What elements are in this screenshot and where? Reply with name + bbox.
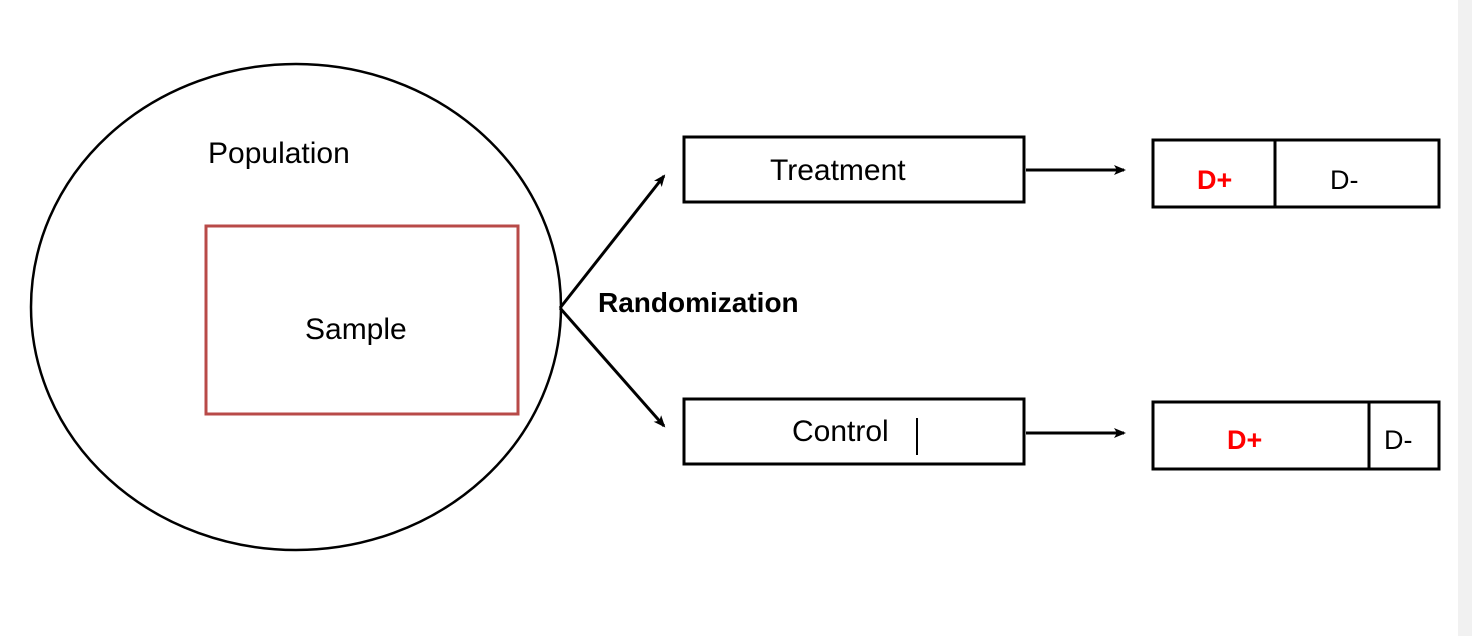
control-outcome-negative: D-: [1384, 425, 1413, 455]
sample-label: Sample: [305, 313, 407, 346]
treatment-label: Treatment: [770, 154, 906, 187]
sample-box: [204, 224, 520, 416]
arrow-to-treatment: [558, 174, 666, 309]
treatment-outcome-box: [1151, 138, 1441, 209]
population-label: Population: [208, 137, 350, 170]
treatment-outcome-positive: D+: [1197, 165, 1232, 195]
control-box: [682, 397, 1026, 466]
control-outcome-box: [1151, 400, 1441, 471]
treatment-outcome-negative: D-: [1330, 165, 1359, 195]
control-label: Control: [792, 415, 889, 448]
control-outcome-positive: D+: [1227, 425, 1262, 455]
treatment-box: [682, 135, 1026, 204]
arrow-to-control: [558, 307, 666, 428]
randomization-label: Randomization: [598, 287, 799, 318]
right-edge-strip: [1458, 0, 1472, 636]
